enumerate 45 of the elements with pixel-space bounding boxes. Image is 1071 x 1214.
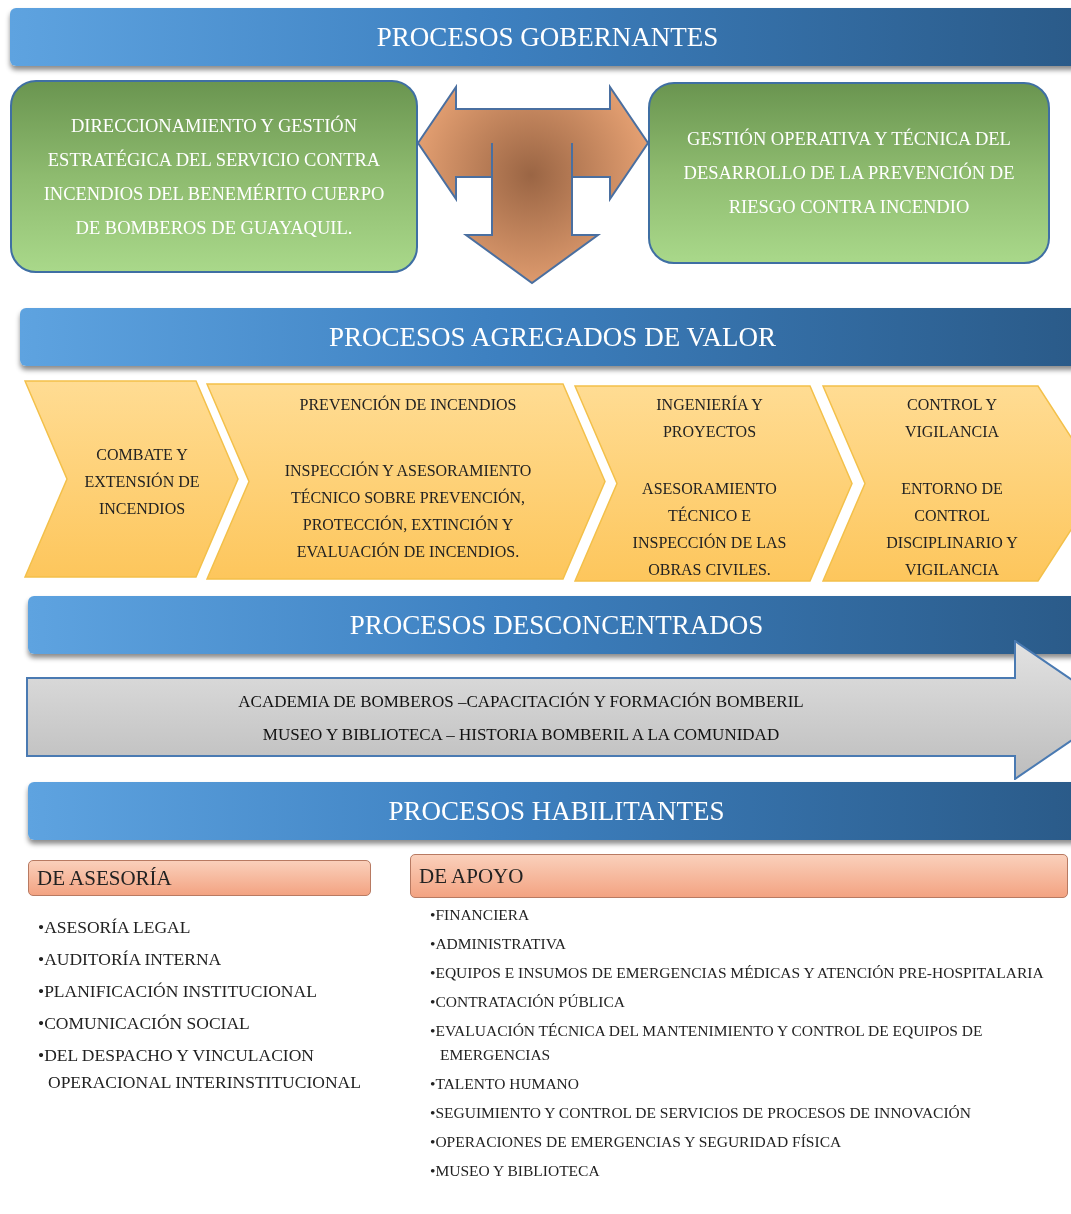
list-item: •EVALUACIÓN TÉCNICA DEL MANTENIMIENTO Y CONTROL DE EQUIPOS DE EMERGENCIAS xyxy=(430,1021,984,1065)
process-text-body: ENTORNO DE CONTROL DISCIPLINARIO Y VIGILANCIA xyxy=(885,479,1019,580)
category-title: DE ASESORÍA xyxy=(37,865,172,891)
block-arrow-shape xyxy=(26,640,1071,780)
list-item: •PLANIFICACIÓN INSTITUCIONAL xyxy=(38,980,318,1003)
process-text-heading: CONTROL Y VIGILANCIA xyxy=(903,395,1001,442)
process-text: ACADEMIA DE BOMBEROS –CAPACITACIÓN Y FORMACIÓN BOMBERIL xyxy=(238,691,804,713)
process-text: COMBATE Y EXTENSIÓN DE INCENDIOS xyxy=(83,444,201,519)
list-item: •OPERACIONES DE EMERGENCIAS Y SEGURIDAD FÍSICA xyxy=(430,1132,843,1152)
section-header-band xyxy=(20,308,1071,366)
section-title: PROCESOS AGREGADOS DE VALOR xyxy=(329,321,776,353)
process-text: GESTIÓN OPERATIVA Y TÉCNICA DEL DESARROLLO DE LA PREVENCIÓN DE RIESGO CONTRA INCENDIO xyxy=(682,127,1016,219)
chevron-shape xyxy=(574,385,854,582)
list-item: •CONTRATACIÓN PÚBLICA xyxy=(430,992,626,1012)
list-item: •SEGUIMIENTO Y CONTROL DE SERVICIOS DE PROCESOS DE INNOVACIÓN xyxy=(430,1103,972,1123)
chevron-shape xyxy=(206,383,607,580)
process-text-body: ASESORAMIENTO TÉCNICO E INSPECCIÓN DE LAS OBRAS CIVILES. xyxy=(631,479,788,580)
process-text-heading: PREVENCIÓN DE INCENDIOS xyxy=(299,394,517,415)
section-title: PROCESOS HABILITANTES xyxy=(388,795,725,827)
block-arrow xyxy=(462,142,602,285)
list-item: •AUDITORÍA INTERNA xyxy=(38,948,223,971)
category-header-box xyxy=(410,854,1068,898)
chevron-shape xyxy=(822,385,1071,582)
process-text: MUSEO Y BIBLIOTECA – HISTORIA BOMBERIL A LA COMUNIDAD xyxy=(262,724,780,746)
process-text-heading: INGENIERÍA Y PROYECTOS xyxy=(655,394,764,442)
process-box xyxy=(10,80,418,273)
process-box xyxy=(648,82,1050,264)
section-title: PROCESOS GOBERNANTES xyxy=(376,21,719,53)
list-item: •FINANCIERA xyxy=(430,905,531,925)
section-header-band xyxy=(28,596,1071,654)
list-item: •COMUNICACIÓN SOCIAL xyxy=(38,1012,251,1035)
category-header-box xyxy=(28,860,371,896)
process-text-body: INSPECCIÓN Y ASESORAMIENTO TÉCNICO SOBRE PREVENCIÓN, PROTECCIÓN, EXTINCIÓN Y EVALUACIÓN DE INCENDIOS. xyxy=(283,460,533,562)
section-header-band xyxy=(10,8,1071,66)
list-item: •DEL DESPACHO Y VINCULACION OPERACIONAL INTERINSTITUCIONAL xyxy=(38,1044,362,1094)
list-item: •MUSEO Y BIBLIOTECA xyxy=(430,1161,601,1181)
section-title: PROCESOS DESCONCENTRADOS xyxy=(349,609,764,641)
chevron-shape xyxy=(24,380,240,578)
category-title: DE APOYO xyxy=(419,863,524,889)
section-header-band xyxy=(28,782,1071,840)
list-item: •TALENTO HUMANO xyxy=(430,1074,580,1094)
list-item: •ADMINISTRATIVA xyxy=(430,934,568,954)
list-item: •ASESORÍA LEGAL xyxy=(38,916,192,939)
list-item: •EQUIPOS E INSUMOS DE EMERGENCIAS MÉDICAS Y ATENCIÓN PRE-HOSPITALARIA xyxy=(430,963,1045,983)
process-text: DIRECCIONAMIENTO Y GESTIÓN ESTRATÉGICA DEL SERVICIO CONTRA INCENDIOS DEL BENEMÉRITO CUERPO DE BOMBEROS DE GUAYAQUIL. xyxy=(42,114,386,240)
